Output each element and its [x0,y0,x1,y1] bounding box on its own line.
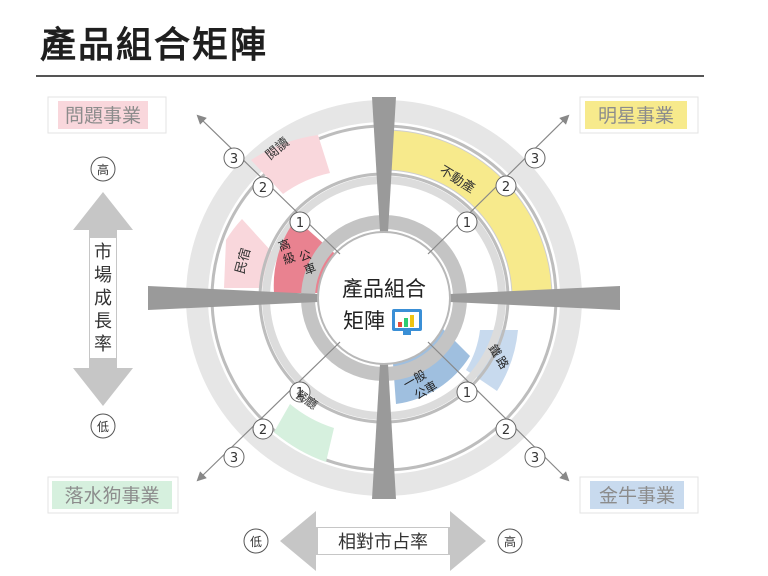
quadrant-question: 問題事業 [47,96,167,134]
center-label-line1: 產品組合 [342,277,426,301]
marker-tl-2: 2 [252,176,274,198]
quadrant-question-label: 問題事業 [65,105,141,127]
marker-bl-3: 3 [223,446,245,468]
horizontal-axis-label: 相對市占率 [338,532,428,553]
vertical-axis-label-char-1: 市 [94,242,112,263]
product-luxury-bus-label: 高 級 公 車 [276,236,318,278]
divider-bottom [372,364,396,499]
title-divider [36,75,704,77]
divider-top [372,97,396,232]
svg-text:1: 1 [296,386,304,401]
marker-bl-1: 1 [289,381,311,403]
vertical-axis-label-char-2: 場 [94,265,112,286]
marker-br-1: 1 [456,381,478,403]
vertical-axis-label-char-4: 長 [94,311,112,332]
svg-text:2: 2 [502,423,510,438]
svg-text:3: 3 [230,451,238,466]
divider-right [450,286,620,310]
svg-text:低: 低 [97,420,109,434]
quadrant-cow-bg [590,481,684,509]
center-label-line2: 矩陣 [343,309,385,333]
quadrant-cow-label: 金牛事業 [599,485,675,507]
product-homestay-label: 民宿 [232,246,254,275]
svg-text:1: 1 [463,216,471,231]
svg-text:2: 2 [259,181,267,196]
segment-reading [251,135,330,194]
quadrant-dog-bg [52,481,172,509]
diagonal-bottom-left [196,341,341,482]
divider-left [148,286,318,310]
marker-tl-3: 3 [223,147,245,169]
svg-text:高: 高 [97,162,109,177]
svg-text:高: 高 [504,534,516,549]
segment-homestay [224,219,272,288]
marker-tl-1: 1 [289,211,311,233]
horizontal-axis-low: 低 [243,528,269,554]
svg-text:3: 3 [531,451,539,466]
quadrant-dog-label: 落水狗事業 [64,485,159,507]
svg-text:2: 2 [259,423,267,438]
svg-text:低: 低 [250,535,262,549]
svg-text:高: 高 [276,236,292,254]
segment-dining [274,404,334,462]
marker-tr-3: 3 [524,147,546,169]
horizontal-axis: 相對市占率 低 高 [243,511,523,571]
marker-br-2: 2 [495,418,517,440]
svg-text:1: 1 [463,386,471,401]
svg-text:車: 車 [302,260,318,277]
marker-bl-2: 2 [252,418,274,440]
quadrant-star-bg [585,101,687,129]
quadrant-star-label: 明星事業 [598,105,674,127]
vertical-axis-label-char-3: 成 [94,288,112,309]
quadrant-star: 明星事業 [579,96,699,134]
svg-text:級: 級 [281,250,297,267]
svg-text:3: 3 [230,152,238,167]
vertical-axis: 高 低 市 場 成 長 率 [73,156,133,439]
vertical-axis-high: 高 [90,156,116,182]
svg-text:2: 2 [502,180,510,195]
vertical-axis-low: 低 [90,413,116,439]
horizontal-axis-high: 高 [497,528,523,554]
vertical-axis-label-char-5: 率 [94,334,112,355]
quadrant-dog: 落水狗事業 [47,476,179,514]
svg-text:1: 1 [296,216,304,231]
page-title: 產品組合矩陣 [40,25,269,66]
marker-tr-1: 1 [456,211,478,233]
quadrant-cow: 金牛事業 [579,476,699,514]
marker-tr-2: 2 [495,175,517,197]
svg-text:公: 公 [297,247,313,264]
quadrant-question-bg [58,101,148,129]
monitor-chart-icon [392,309,422,335]
marker-br-3: 3 [524,446,546,468]
svg-text:3: 3 [531,152,539,167]
